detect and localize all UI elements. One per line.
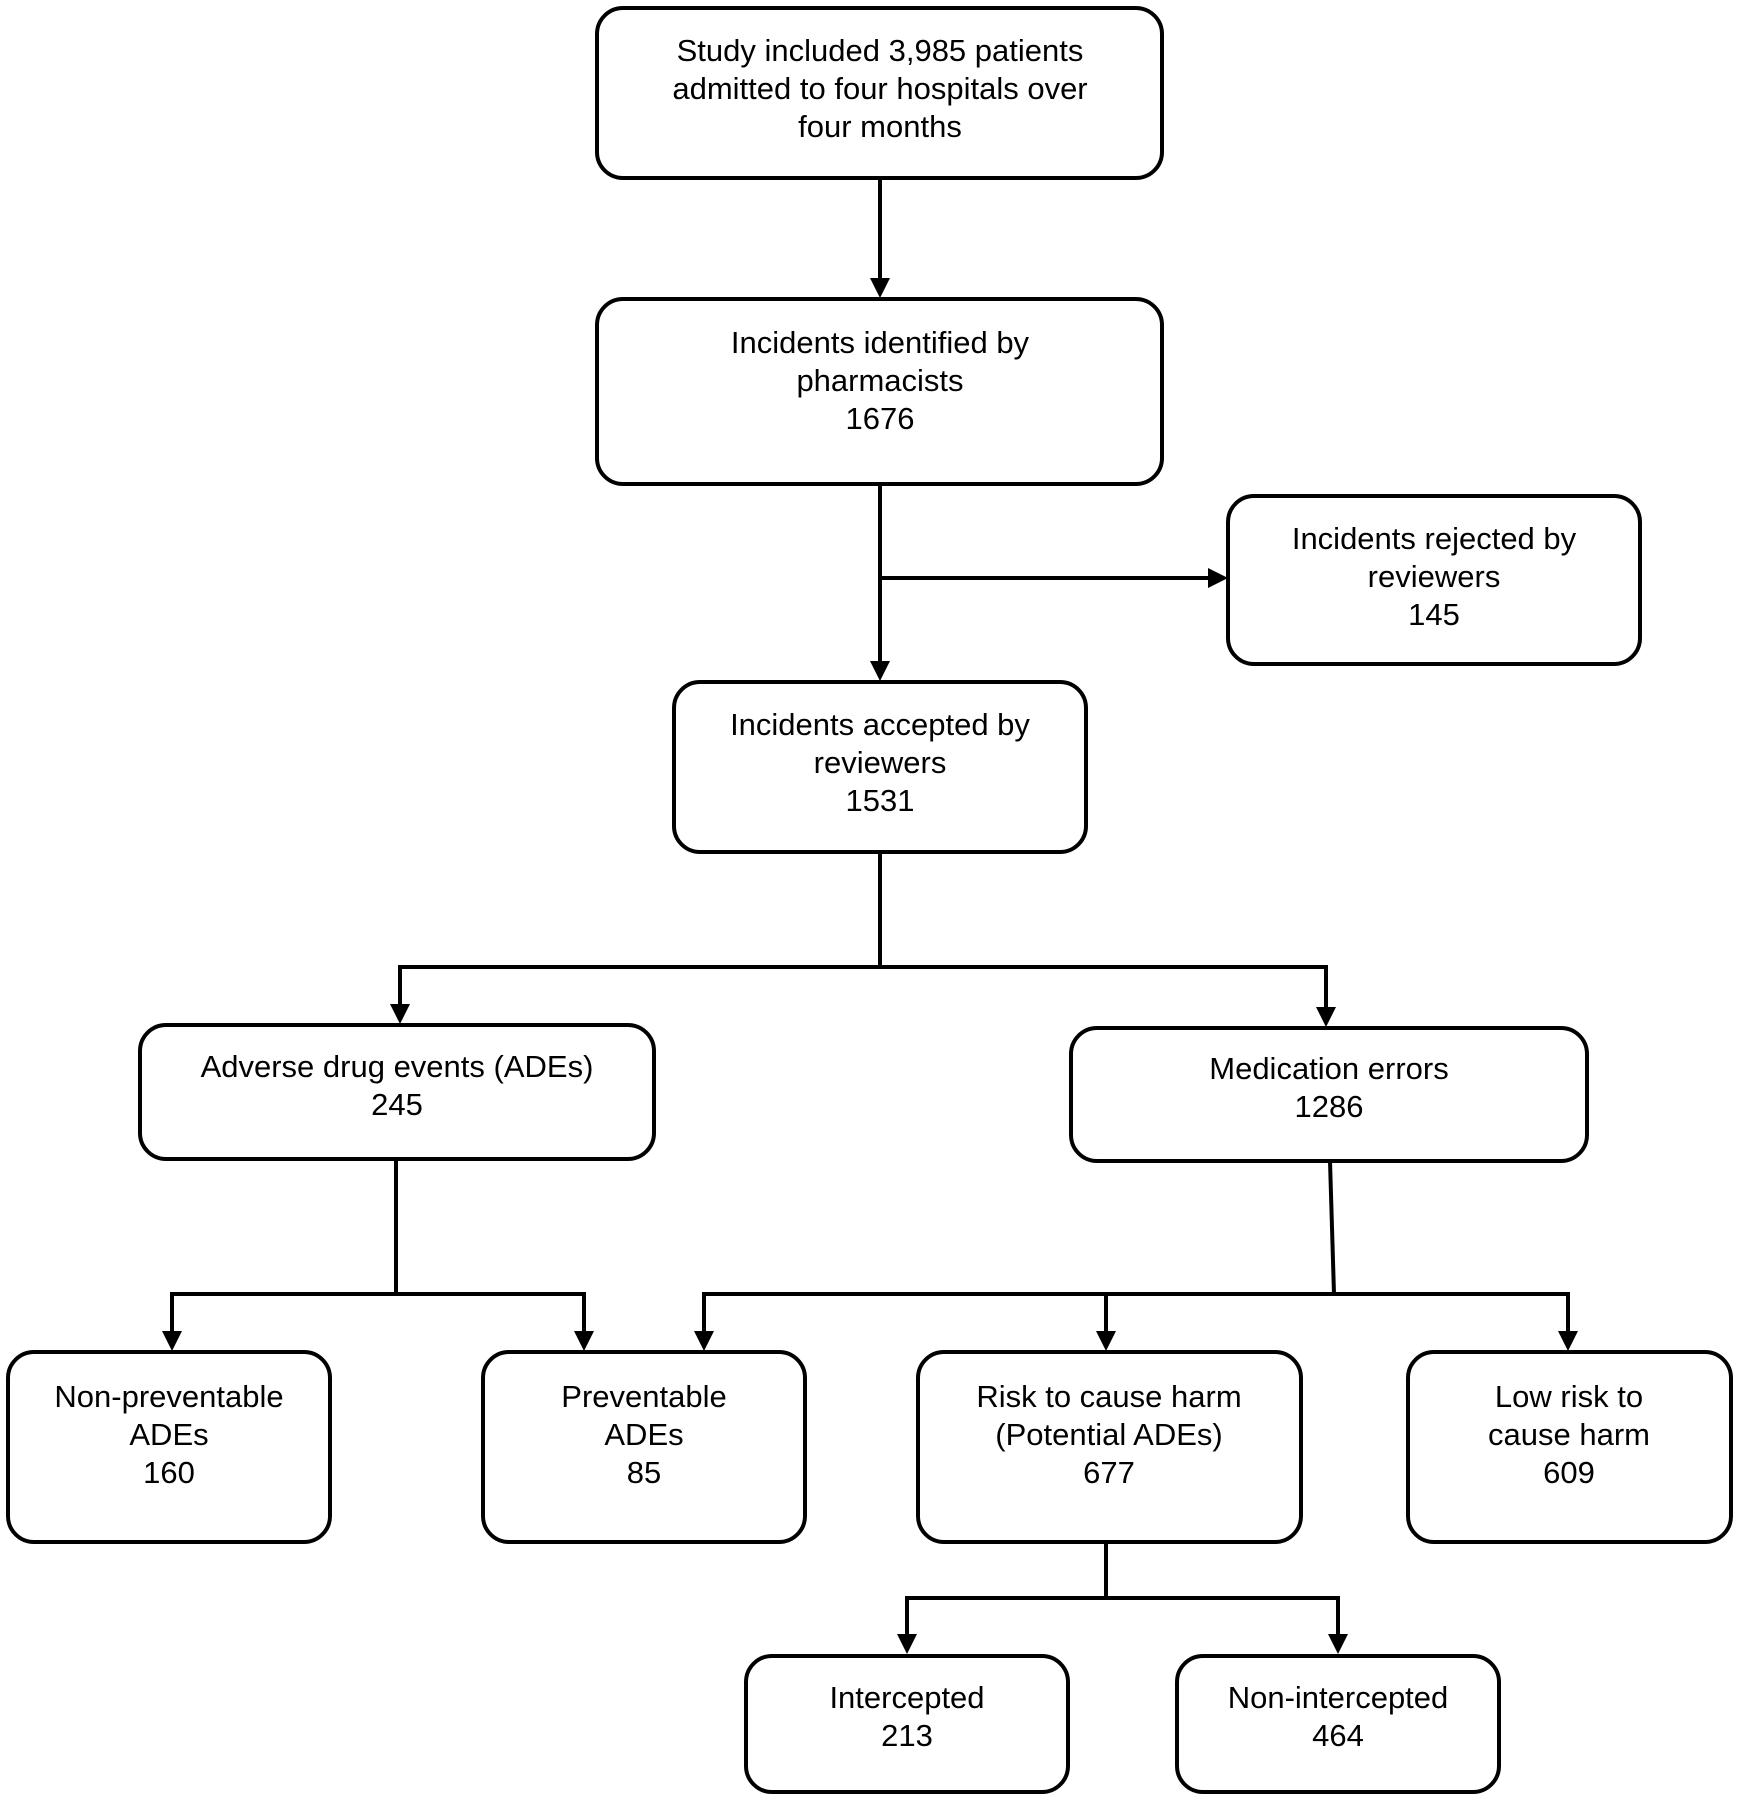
box-non-preventable-line-2: ADEs [129, 1417, 208, 1452]
box-non-preventable-line-3: 160 [143, 1455, 195, 1490]
box-identified-line-3: 1676 [846, 401, 915, 436]
box-preventable-line-2: ADEs [604, 1417, 683, 1452]
box-ade: Adverse drug events (ADEs) 245 [138, 1023, 656, 1161]
arrowhead-intercepted [897, 1634, 917, 1654]
connector-med-errors-split [1328, 1160, 1336, 1295]
box-study-line-2: admitted to four hospitals over [672, 71, 1087, 106]
box-identified-line-1: Incidents identified by [731, 325, 1030, 360]
box-risk-to-cause-harm: Risk to cause harm (Potential ADEs) 677 [916, 1350, 1303, 1544]
box-study-line-3: four months [798, 109, 962, 144]
box-rejected-line-2: reviewers [1368, 559, 1501, 594]
box-identified: Incidents identified by pharmacists 1676 [595, 297, 1164, 486]
arrowhead-risk-harm [1096, 1331, 1116, 1351]
box-accepted: Incidents accepted by reviewers 1531 [672, 680, 1088, 854]
box-medication-errors: Medication errors 1286 [1069, 1026, 1589, 1163]
box-accepted-line-2: reviewers [814, 745, 947, 780]
box-accepted-line-3: 1531 [846, 783, 915, 818]
box-identified-line-2: pharmacists [796, 363, 963, 398]
arrowhead-preventable-right [694, 1331, 714, 1351]
box-intercepted-line-1: Intercepted [829, 1680, 984, 1715]
arrowhead-preventable-left [574, 1331, 594, 1351]
box-study-line-1: Study included 3,985 patients [677, 33, 1084, 68]
box-low-risk: Low risk to cause harm 609 [1406, 1350, 1733, 1544]
box-rejected: Incidents rejected by reviewers 145 [1226, 494, 1642, 666]
box-non-intercepted: Non-intercepted 464 [1175, 1654, 1501, 1794]
box-ade-line-2: 245 [371, 1087, 423, 1122]
arrowhead-med-errors [1316, 1007, 1336, 1027]
box-ade-line-1: Adverse drug events (ADEs) [201, 1049, 594, 1084]
box-preventable: Preventable ADEs 85 [481, 1350, 807, 1544]
arrowhead-non-intercepted [1328, 1634, 1348, 1654]
box-preventable-line-3: 85 [627, 1455, 661, 1490]
box-rejected-line-1: Incidents rejected by [1292, 521, 1577, 556]
box-low-risk-line-3: 609 [1543, 1455, 1595, 1490]
box-non-preventable: Non-preventable ADEs 160 [6, 1350, 332, 1544]
arrowhead-accepted [870, 661, 890, 681]
box-low-risk-line-2: cause harm [1488, 1417, 1650, 1452]
box-accepted-line-1: Incidents accepted by [730, 707, 1030, 742]
box-rejected-line-3: 145 [1408, 597, 1460, 632]
box-med-errors-line-1: Medication errors [1209, 1051, 1448, 1086]
box-intercepted-line-2: 213 [881, 1718, 933, 1753]
box-risk-harm-line-2: (Potential ADEs) [995, 1417, 1222, 1452]
box-preventable-line-1: Preventable [561, 1379, 726, 1414]
box-med-errors-line-2: 1286 [1295, 1089, 1364, 1124]
arrowhead-rejected [1208, 568, 1228, 588]
box-risk-harm-line-1: Risk to cause harm [976, 1379, 1241, 1414]
arrowhead-low-risk [1558, 1331, 1578, 1351]
box-non-preventable-line-1: Non-preventable [54, 1379, 283, 1414]
arrowhead-identified [870, 278, 890, 298]
arrowhead-ade [390, 1004, 410, 1024]
connectors [162, 178, 1578, 1654]
box-risk-harm-line-3: 677 [1083, 1455, 1135, 1490]
box-study: Study included 3,985 patients admitted t… [595, 6, 1164, 180]
box-low-risk-line-1: Low risk to [1495, 1379, 1643, 1414]
box-intercepted: Intercepted 213 [744, 1654, 1070, 1794]
box-non-intercepted-line-1: Non-intercepted [1228, 1680, 1449, 1715]
box-non-intercepted-line-2: 464 [1312, 1718, 1364, 1753]
arrowhead-non-preventable [162, 1331, 182, 1351]
